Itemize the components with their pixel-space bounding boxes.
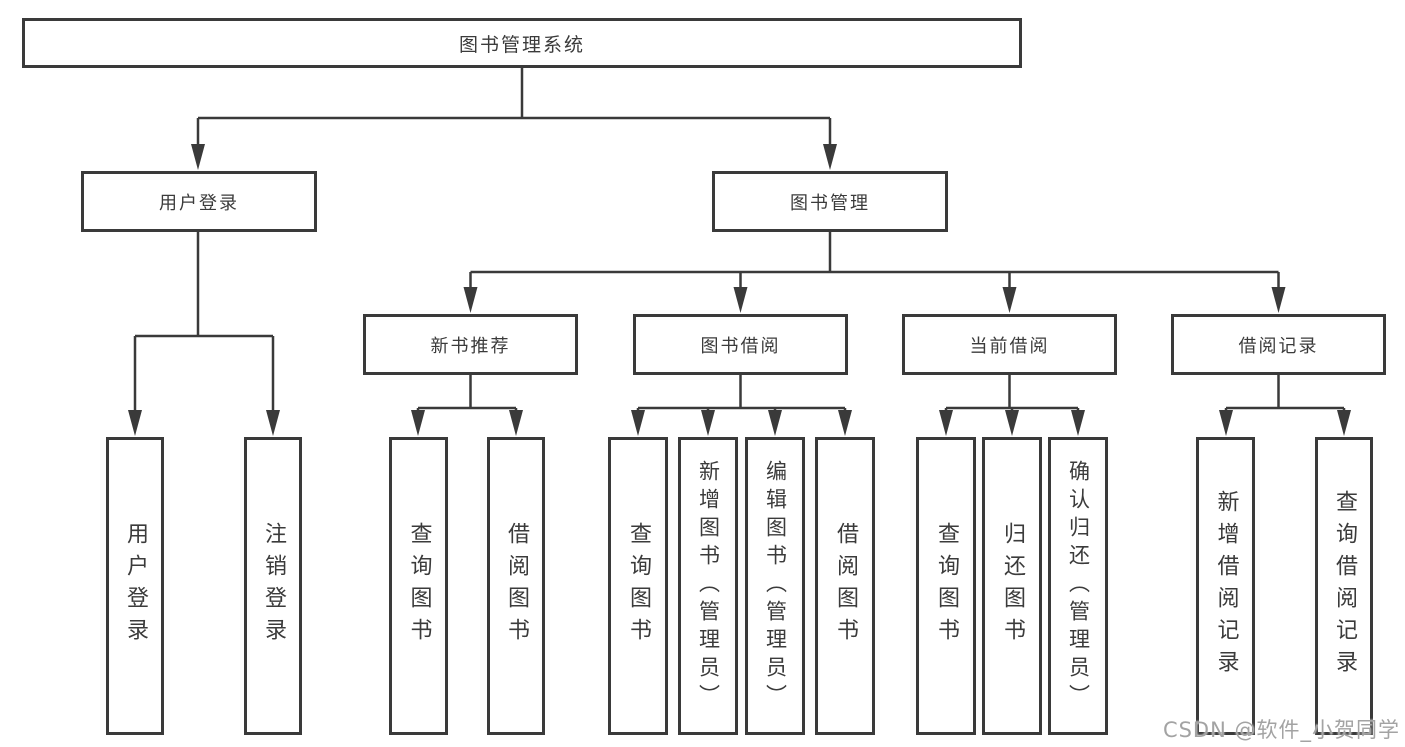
arrowheads [128, 144, 1351, 436]
leaf-add-borrow-record: 新增借阅记录 [1196, 437, 1255, 735]
node-borrowing-records: 借阅记录 [1171, 314, 1386, 375]
leaf-confirm-return-admin: 确认归还（管理员） [1048, 437, 1108, 735]
node-book-borrowing: 图书借阅 [633, 314, 848, 375]
leaf-borrow-books-recommend: 借阅图书 [487, 437, 545, 735]
leaf-add-book-admin: 新增图书（管理员） [678, 437, 738, 735]
leaf-borrow-books: 借阅图书 [815, 437, 875, 735]
node-book-management-branch: 图书管理 [712, 171, 948, 232]
leaf-query-books-recommend: 查询图书 [389, 437, 448, 735]
node-current-borrowing: 当前借阅 [902, 314, 1117, 375]
leaf-return-book: 归还图书 [982, 437, 1042, 735]
csdn-watermark: CSDN @软件_小贺同学 [1162, 718, 1400, 742]
leaf-query-borrow-record: 查询借阅记录 [1315, 437, 1373, 735]
leaf-logout: 注销登录 [244, 437, 302, 735]
leaf-user-login: 用户登录 [106, 437, 164, 735]
leaf-query-books-borrow: 查询图书 [608, 437, 668, 735]
node-new-book-recommend: 新书推荐 [363, 314, 578, 375]
node-library-management-system: 图书管理系统 [22, 18, 1022, 68]
node-user-login-branch: 用户登录 [81, 171, 317, 232]
leaf-query-books-current: 查询图书 [916, 437, 976, 735]
leaf-edit-book-admin: 编辑图书（管理员） [745, 437, 805, 735]
